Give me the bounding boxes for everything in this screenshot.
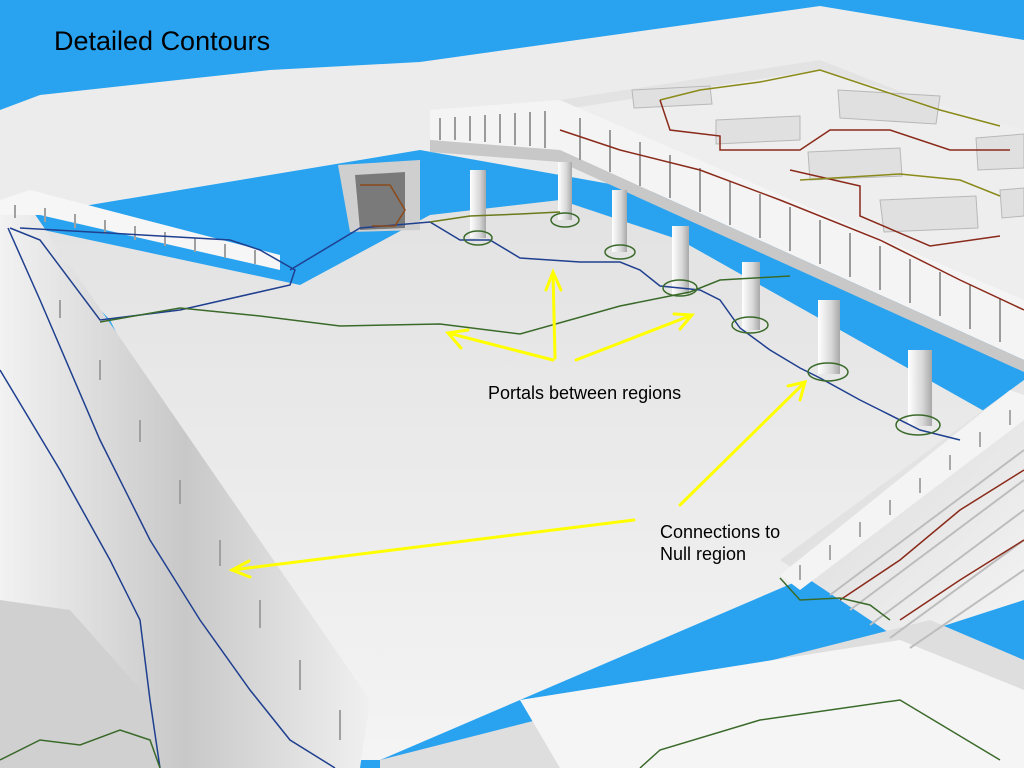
null-arrow bbox=[230, 518, 636, 572]
doorway-opening bbox=[355, 172, 405, 230]
column bbox=[612, 190, 627, 252]
right-stair-rail bbox=[780, 390, 1024, 590]
left-wall bbox=[0, 200, 370, 768]
portal-arrow bbox=[446, 331, 555, 362]
contour-green-bottom-right bbox=[639, 699, 1001, 768]
contour-olive-roof2 bbox=[799, 173, 1001, 197]
null-arrow-head bbox=[228, 559, 252, 579]
contour-red-roof bbox=[659, 99, 1010, 151]
stair-steps bbox=[829, 449, 1024, 649]
null-arrow bbox=[678, 380, 807, 507]
rooftop-boxes bbox=[631, 85, 1024, 233]
contour-green-portal bbox=[99, 275, 791, 335]
contour-blue-left2 bbox=[0, 369, 161, 768]
left-lower-block bbox=[0, 600, 160, 768]
null-arrow-head bbox=[786, 379, 808, 402]
page-title: Detailed Contours bbox=[54, 26, 271, 56]
contour-red-stairs bbox=[839, 469, 1024, 601]
contour-stairbottom bbox=[779, 577, 891, 621]
portal-arrow bbox=[551, 270, 557, 360]
column bbox=[908, 350, 932, 426]
contour-green-bottom bbox=[0, 729, 161, 768]
gallery-deck bbox=[430, 100, 1024, 360]
null-annotation-line2: Null region bbox=[660, 544, 747, 564]
contour-blue-left bbox=[7, 227, 336, 768]
gallery-balusters bbox=[439, 111, 1001, 342]
portal-arrow-head bbox=[544, 268, 563, 292]
contour-olive-roof bbox=[659, 69, 1001, 127]
null-annotation-line1: Connections to bbox=[660, 522, 781, 542]
column bbox=[672, 226, 689, 294]
column bbox=[558, 162, 572, 220]
stair-balusters bbox=[799, 410, 1011, 580]
portal-arrow-head bbox=[445, 328, 470, 350]
portal-arrow bbox=[574, 313, 694, 362]
left-wall-top bbox=[0, 190, 280, 270]
contour-red-roof2 bbox=[789, 169, 1001, 247]
left-balusters bbox=[14, 205, 341, 740]
portal-arrows bbox=[445, 268, 696, 362]
column-base-contours bbox=[463, 212, 941, 436]
column bbox=[470, 170, 486, 238]
portal-arrow-head bbox=[672, 312, 696, 331]
contour-red-gallery bbox=[559, 129, 1024, 311]
null-arrows bbox=[228, 379, 808, 579]
contour-brown-door bbox=[360, 184, 406, 227]
contour-olive-back bbox=[429, 211, 561, 223]
column bbox=[742, 262, 760, 330]
portals-annotation: Portals between regions bbox=[488, 383, 682, 403]
bottom-right-top bbox=[520, 640, 1024, 768]
column bbox=[818, 300, 840, 374]
contour-blue-main bbox=[9, 227, 296, 321]
null-region-annotation: Connections to Null region bbox=[660, 521, 780, 565]
contour-red-stairs2 bbox=[899, 539, 1024, 621]
